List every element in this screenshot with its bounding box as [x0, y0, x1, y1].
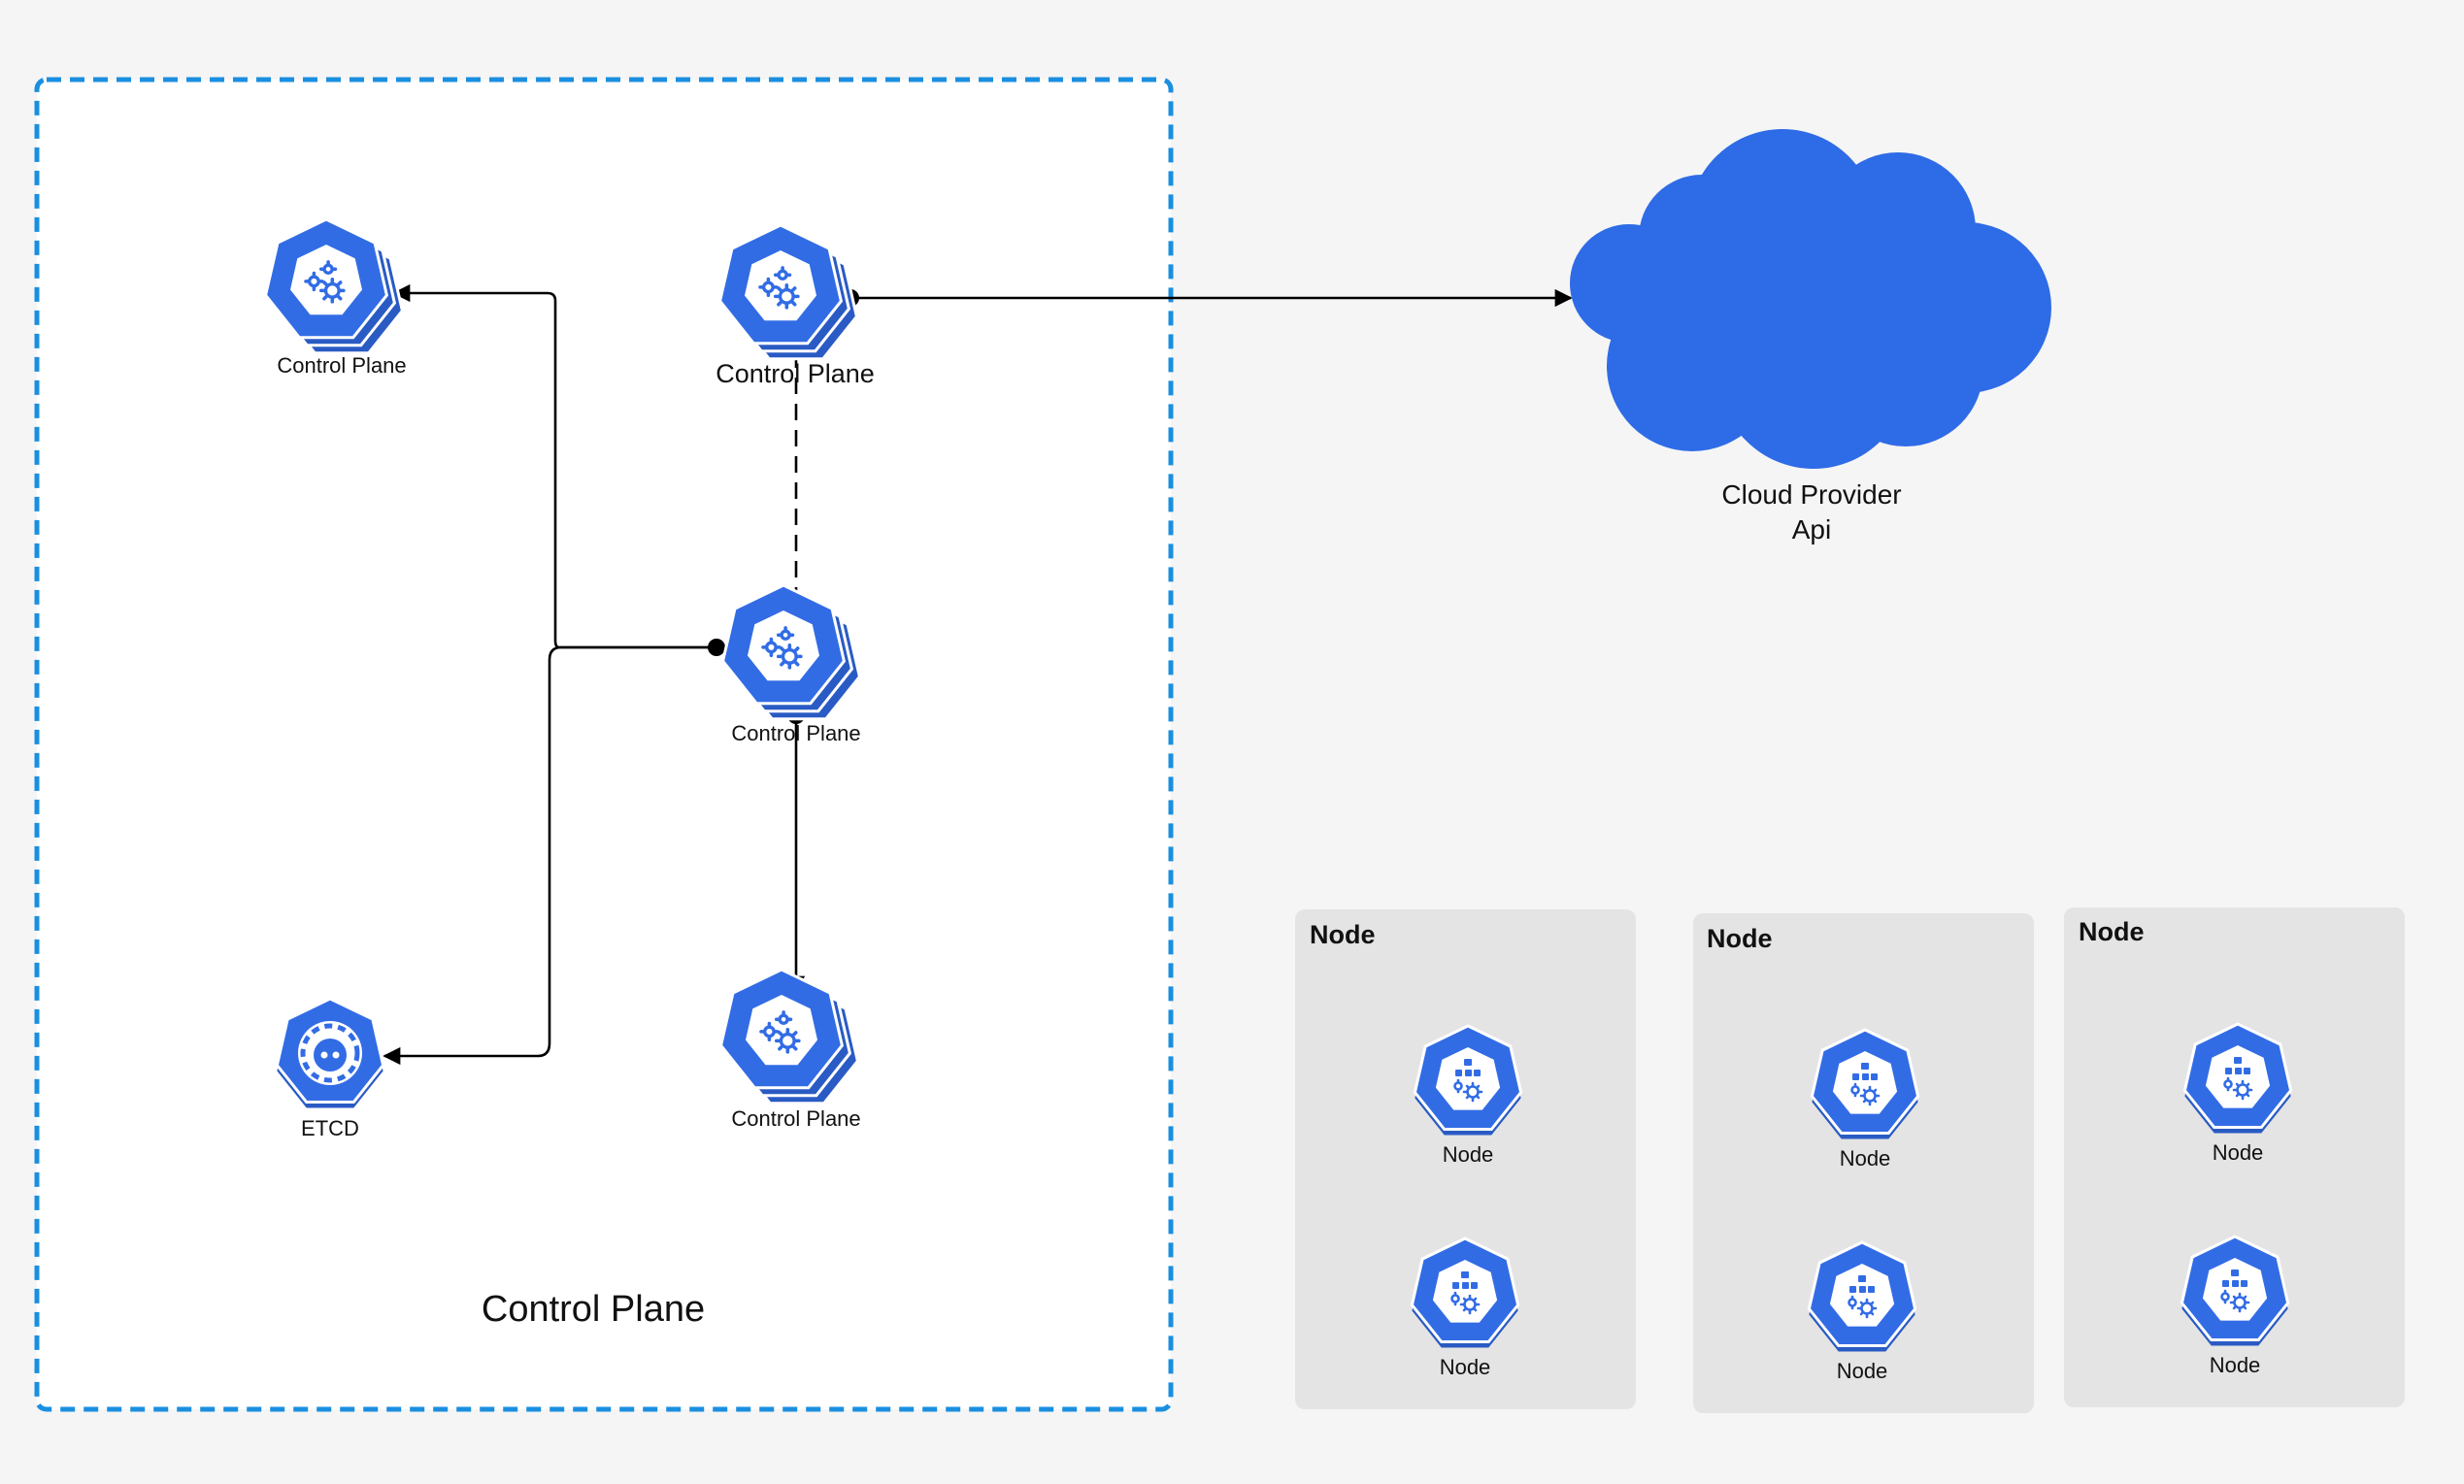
icon-inner	[1829, 1264, 1895, 1327]
node-label: Node	[1439, 1355, 1491, 1379]
etcd-label: ETCD	[301, 1116, 359, 1140]
cloud-icon	[1570, 129, 2051, 469]
connector-middle-to-etcd	[383, 645, 716, 1066]
connector-dot	[708, 639, 725, 656]
node-icon	[1807, 1240, 1917, 1352]
node-icon	[1413, 1024, 1523, 1136]
node-group-2	[1693, 913, 2034, 1413]
control-plane-gears-icon	[263, 217, 405, 355]
icon-inner	[290, 245, 362, 315]
control-plane-boundary-title: Control Plane	[481, 1289, 706, 1330]
cloud-provider-label-line1: Cloud Provider	[1721, 479, 1902, 510]
node-group-title: Node	[2079, 917, 2145, 946]
etcd-ring	[300, 1023, 360, 1083]
control-plane-gears-icon	[718, 968, 860, 1105]
control-plane-label: Control Plane	[731, 1106, 861, 1131]
node-label: Node	[1836, 1359, 1888, 1383]
node-label: Node	[2209, 1353, 2261, 1377]
icon-inner	[2205, 1045, 2271, 1108]
icon-inner	[1435, 1047, 1501, 1110]
icon-inner	[745, 250, 816, 321]
etcd-eye	[320, 1051, 328, 1059]
icon-inner	[746, 995, 817, 1066]
node-icon	[2182, 1022, 2293, 1134]
cloud-provider-label-line2: Api	[1791, 514, 1832, 544]
node-icon	[1810, 1028, 1920, 1139]
control-plane-label: Control Plane	[731, 721, 861, 745]
control-plane-label: Control Plane	[277, 353, 407, 378]
control-plane-label: Control Plane	[716, 359, 875, 388]
node-label: Node	[1839, 1146, 1891, 1171]
cloud-provider-label: Cloud Provider Api	[1721, 478, 1901, 547]
etcd-eye	[332, 1051, 340, 1059]
control-plane-gears-icon	[720, 583, 862, 721]
etcd-icon	[275, 997, 385, 1108]
node-group-title: Node	[1310, 920, 1376, 949]
etcd-core	[314, 1039, 347, 1072]
icon-inner	[1832, 1051, 1898, 1114]
node-group-1	[1295, 909, 1636, 1409]
node-group-3	[2064, 907, 2405, 1407]
node-icon	[1410, 1237, 1520, 1348]
connectors	[383, 283, 1573, 1066]
node-icon	[2180, 1235, 2290, 1346]
control-plane-gears-icon	[717, 223, 859, 361]
node-label: Node	[1442, 1142, 1494, 1167]
node-label: Node	[2212, 1140, 2264, 1165]
icon-inner	[748, 610, 819, 681]
icon-inner	[1432, 1260, 1498, 1323]
control-plane-boundary	[34, 77, 1174, 1412]
icon-inner	[2202, 1258, 2268, 1321]
node-group-title: Node	[1707, 924, 1773, 953]
